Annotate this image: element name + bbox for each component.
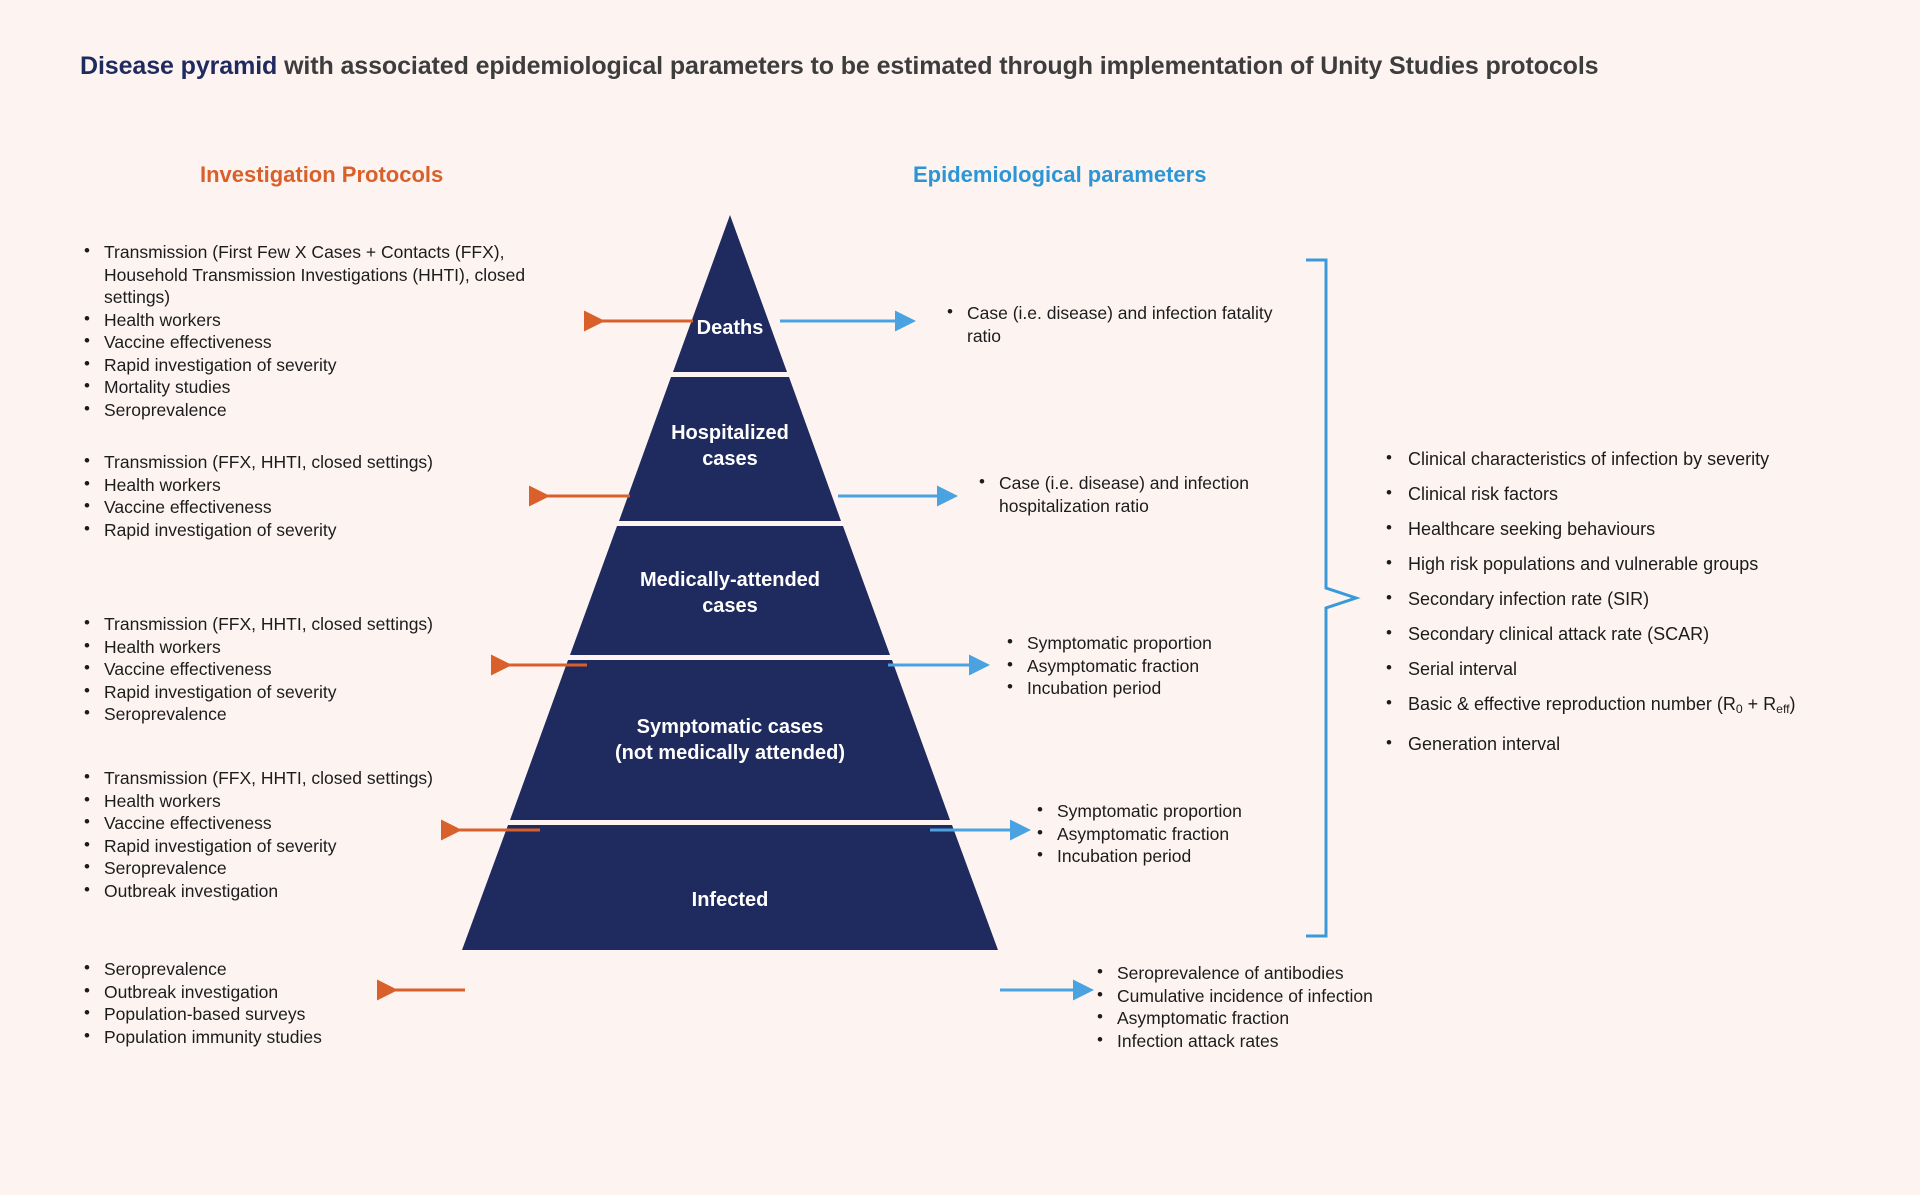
list-item: Health workers: [80, 308, 550, 332]
list-item: Vaccine effectiveness: [80, 811, 550, 835]
parameter-list-symptomatic-cases: Symptomatic proportion Asymptomatic frac…: [1033, 799, 1363, 868]
list-item: Population-based surveys: [80, 1002, 550, 1026]
list-item: Serial interval: [1380, 657, 1880, 680]
list-item: Seroprevalence of antibodies: [1093, 961, 1443, 985]
list-item: Healthcare seeking behaviours: [1380, 517, 1880, 540]
list-item: Mortality studies: [80, 375, 550, 399]
list-item: Seroprevalence: [80, 398, 550, 422]
list-item: Seroprevalence: [80, 856, 550, 880]
list-item: Rapid investigation of severity: [80, 834, 550, 858]
list-item: Vaccine effectiveness: [80, 330, 550, 354]
list-item: Outbreak investigation: [80, 879, 550, 903]
list-item: Infection attack rates: [1093, 1029, 1443, 1053]
list-item: Incubation period: [1003, 676, 1333, 700]
list-item: High risk populations and vulnerable gro…: [1380, 552, 1880, 575]
list-item: Clinical characteristics of infection by…: [1380, 447, 1880, 470]
parameter-list-deaths: Case (i.e. disease) and infection fatali…: [943, 301, 1273, 347]
list-item: Seroprevalence: [80, 957, 550, 981]
pyramid-tier-infected[interactable]: [462, 825, 998, 950]
list-item: Case (i.e. disease) and infection hospit…: [975, 471, 1315, 517]
parameter-list-hospitalized-cases: Case (i.e. disease) and infection hospit…: [975, 471, 1315, 517]
list-item: Rapid investigation of severity: [80, 518, 550, 542]
protocol-list-infected: Seroprevalence Outbreak investigation Po…: [80, 957, 550, 1049]
parameter-list-medically-attended-cases: Symptomatic proportion Asymptomatic frac…: [1003, 631, 1333, 700]
list-item: Secondary clinical attack rate (SCAR): [1380, 622, 1880, 645]
list-item: Generation interval: [1380, 732, 1880, 755]
list-item: Symptomatic proportion: [1033, 799, 1363, 823]
protocol-list-hospitalized-cases: Transmission (FFX, HHTI, closed settings…: [80, 450, 550, 542]
column-header-epidemiological-parameters: Epidemiological parameters: [913, 162, 1207, 187]
list-item: Outbreak investigation: [80, 980, 550, 1004]
list-item: Vaccine effectiveness: [80, 495, 550, 519]
list-item: Transmission (FFX, HHTI, closed settings…: [80, 450, 550, 474]
page-title-accent: Disease pyramid: [80, 52, 278, 80]
list-item: Seroprevalence: [80, 702, 550, 726]
list-item: Asymptomatic fraction: [1003, 654, 1333, 678]
list-item: Health workers: [80, 473, 550, 497]
page-title-rest: with associated epidemiological paramete…: [277, 52, 1599, 80]
list-item: Secondary infection rate (SIR): [1380, 587, 1880, 610]
list-item: Asymptomatic fraction: [1033, 822, 1363, 846]
pyramid-tier-symptomatic-cases[interactable]: [510, 660, 950, 820]
list-item: Vaccine effectiveness: [80, 657, 550, 681]
column-header-investigation-protocols: Investigation Protocols: [200, 162, 444, 187]
pyramid-tier-medically-attended-cases[interactable]: [570, 526, 890, 655]
list-item: Health workers: [80, 789, 550, 813]
list-item: Transmission (FFX, HHTI, closed settings…: [80, 612, 550, 636]
list-item: Asymptomatic fraction: [1093, 1006, 1443, 1030]
list-item: Case (i.e. disease) and infection fatali…: [943, 301, 1273, 347]
protocol-list-deaths: Transmission (First Few X Cases + Contac…: [80, 240, 550, 422]
pyramid-tier-hospitalized-cases[interactable]: [619, 377, 841, 521]
cross-cutting-parameter-list: Clinical characteristics of infection by…: [1380, 447, 1880, 768]
list-item: Rapid investigation of severity: [80, 680, 550, 704]
protocol-list-medically-attended-cases: Transmission (FFX, HHTI, closed settings…: [80, 612, 550, 726]
list-item: Cumulative incidence of infection: [1093, 984, 1443, 1008]
pyramid-shape: [462, 215, 998, 950]
list-item: Basic & effective reproduction number (R…: [1380, 692, 1880, 720]
list-item: Transmission (FFX, HHTI, closed settings…: [80, 766, 550, 790]
list-item: Health workers: [80, 635, 550, 659]
parameter-list-infected: Seroprevalence of antibodies Cumulative …: [1093, 961, 1443, 1053]
protocol-list-symptomatic-cases: Transmission (FFX, HHTI, closed settings…: [80, 766, 550, 903]
list-item: Transmission (First Few X Cases + Contac…: [80, 240, 550, 309]
list-item: Rapid investigation of severity: [80, 353, 550, 377]
list-item: Population immunity studies: [80, 1025, 550, 1049]
cross-cutting-brace: [1306, 258, 1361, 938]
list-item: Clinical risk factors: [1380, 482, 1880, 505]
list-item: Incubation period: [1033, 844, 1363, 868]
list-item: Symptomatic proportion: [1003, 631, 1333, 655]
pyramid-tier-deaths[interactable]: [673, 215, 787, 372]
page-title: Disease pyramid with associated epidemio…: [80, 52, 1599, 81]
